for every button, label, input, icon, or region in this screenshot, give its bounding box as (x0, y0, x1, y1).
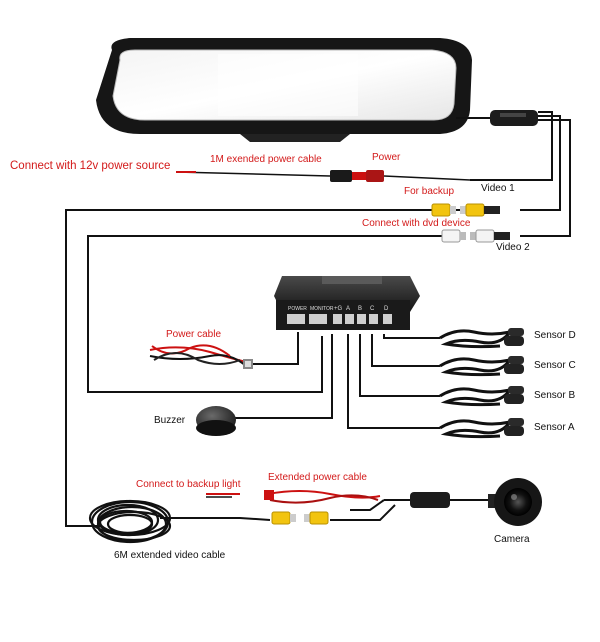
power-lead-1m (175, 170, 471, 182)
port-socket (333, 314, 342, 324)
sensors (439, 328, 524, 439)
camera (488, 478, 542, 526)
rearview-mirror (96, 38, 472, 142)
extended-power-cable (264, 490, 381, 504)
port-socket (287, 314, 305, 324)
label-sensor-d: Sensor D (534, 330, 576, 341)
video-cable-6m-coil (88, 499, 172, 544)
label-dvd: Connect with dvd device (362, 218, 471, 229)
label-sensor-c: Sensor C (534, 360, 576, 371)
port-label: +G (334, 306, 343, 312)
power-cable (149, 344, 253, 369)
label-1m-power-cable: 1M exended power cable (210, 154, 322, 165)
video2-rca-connector (441, 229, 510, 243)
sensor (439, 356, 524, 377)
label-power-source: Connect with 12v power source (10, 160, 171, 172)
label-camera: Camera (494, 534, 530, 545)
sensor (439, 328, 524, 349)
port-label: POWER (288, 306, 307, 312)
label-video2: Video 2 (496, 242, 530, 253)
port-socket (369, 314, 378, 324)
label-buzzer: Buzzer (154, 415, 186, 426)
backup-light-lead (206, 493, 240, 498)
label-for-backup: For backup (404, 186, 455, 197)
port-socket (345, 314, 354, 324)
port-socket (357, 314, 366, 324)
port-label: D (384, 306, 389, 312)
port-label: MONITOR (310, 306, 334, 312)
port-socket (309, 314, 327, 324)
label-6m-video-cable: 6M extended video cable (114, 550, 226, 561)
video-rca-bottom (271, 511, 329, 525)
wires (65, 111, 571, 527)
sensor (439, 386, 524, 407)
port-label: C (370, 306, 375, 312)
label-extended-power: Extended power cable (268, 472, 367, 483)
port-label: B (358, 306, 362, 312)
label-video1: Video 1 (481, 183, 515, 194)
buzzer (196, 406, 236, 436)
mirror-connector (490, 110, 538, 126)
camera-connector (410, 492, 450, 508)
label-backup-light: Connect to backup light (136, 479, 241, 490)
video1-rca-connector (431, 203, 500, 217)
label-sensor-b: Sensor B (534, 390, 576, 401)
label-power: Power (372, 152, 401, 163)
port-label: A (346, 306, 350, 312)
label-power-cable: Power cable (166, 329, 222, 340)
port-socket (383, 314, 392, 324)
label-sensor-a: Sensor A (534, 422, 575, 433)
sensor (439, 418, 524, 439)
